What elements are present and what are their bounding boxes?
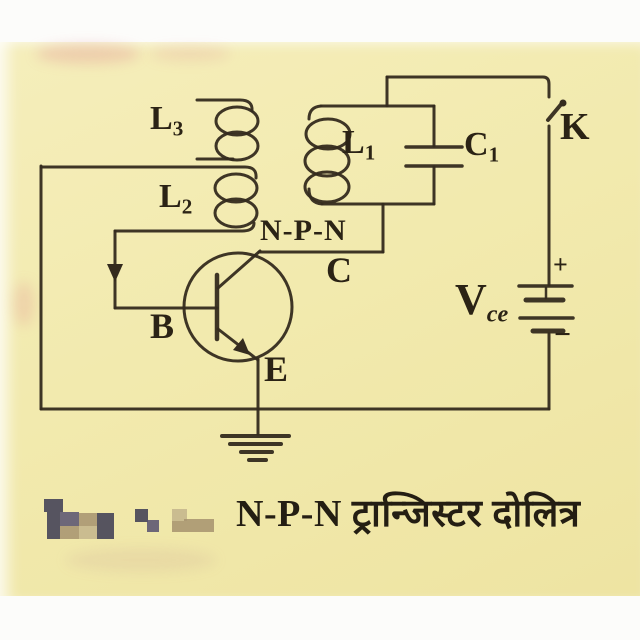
coil-l3-symbol — [195, 98, 260, 162]
battery-vce-label: Vce — [455, 275, 509, 328]
coil-l2-label: L2 — [159, 178, 193, 219]
transistor-type-label: N-P-N — [260, 214, 347, 247]
base-label: B — [150, 306, 175, 346]
battery-symbol — [517, 284, 575, 411]
switch-k-label: K — [560, 106, 590, 148]
capacitor-c1-label: C1 — [464, 126, 500, 167]
emitter-label: E — [264, 349, 289, 389]
tank-circuit-symbol — [257, 75, 464, 254]
figure-caption: N-P-N ट्रान्जिस्टर दोलित्र — [236, 493, 581, 535]
battery-plus-label: + — [553, 250, 568, 279]
collector-label: C — [326, 250, 352, 290]
transistor-npn-symbol — [182, 249, 294, 436]
base-feedback-wire — [107, 229, 219, 310]
current-direction-arrow-icon — [107, 264, 123, 282]
coil-l1-symbol — [303, 170, 351, 204]
battery-minus-label: − — [554, 318, 572, 351]
coil-l1-label: L1 — [342, 124, 376, 165]
coil-l1-symbol — [303, 144, 351, 178]
coil-l2-symbol — [39, 165, 259, 233]
coil-l3-label: L3 — [150, 100, 184, 141]
emitter-arrow-icon — [233, 338, 250, 355]
coil-l1-symbol — [304, 117, 352, 151]
ground-icon — [220, 434, 291, 462]
switch-k-symbol — [385, 75, 567, 287]
